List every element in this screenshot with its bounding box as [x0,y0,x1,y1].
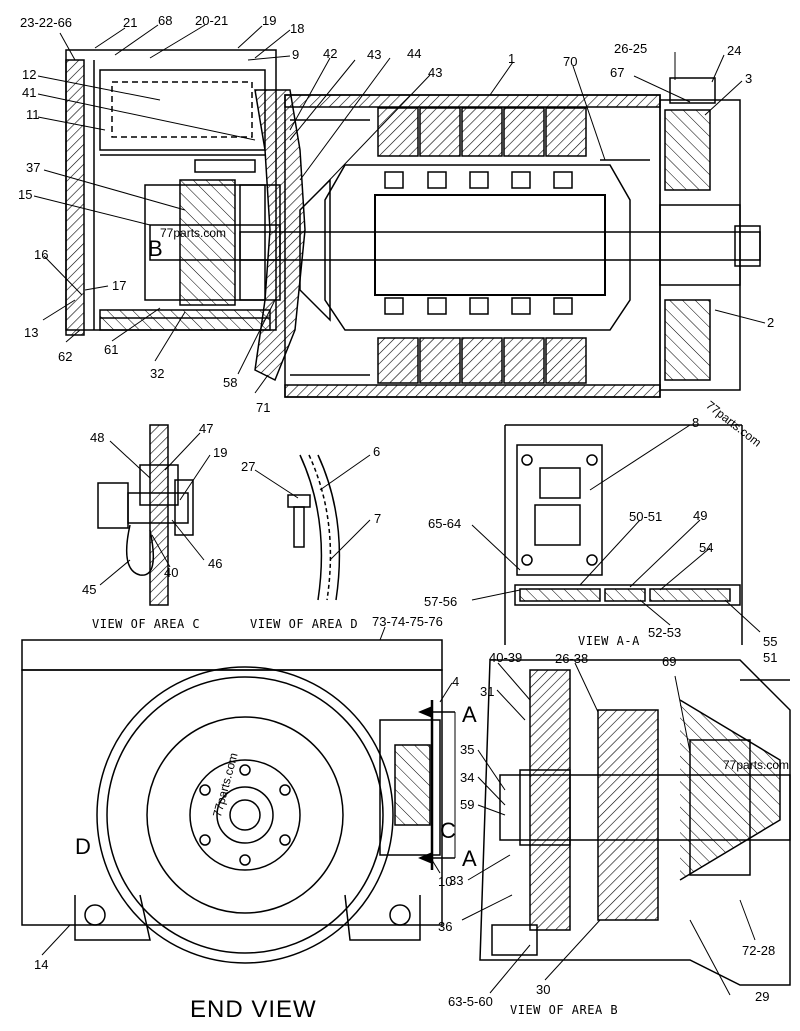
label-1: 1 [508,51,516,66]
label-49: 49 [693,508,708,523]
label-12: 12 [22,67,37,82]
label-51: 51 [763,650,778,665]
caption-view-a-a: VIEW A-A [578,634,640,648]
label-11: 11 [26,107,40,122]
label-42: 42 [323,46,338,61]
label-32: 32 [150,366,165,381]
label-54: 54 [699,540,714,555]
view-marker-c: C [440,818,456,843]
label-26-25: 26-25 [614,41,648,56]
label-35: 35 [460,742,475,757]
label-63-5-60: 63-5-60 [448,994,493,1009]
label-52-53: 52-53 [648,625,682,640]
leader-lines [33,24,766,996]
label-19: 19 [262,13,277,28]
view-aa [504,424,743,645]
caption-area-c: VIEW OF AREA C [92,617,201,631]
label-41: 41 [22,85,37,100]
label-45: 45 [82,582,97,597]
label-37: 37 [26,160,41,175]
label-9: 9 [292,47,300,62]
label-71: 71 [256,400,271,415]
label-17: 17 [112,278,127,293]
label-73-74-75-76: 73-74-75-76 [372,614,443,629]
label-20-21: 20-21 [195,13,229,28]
label-29: 29 [755,989,770,1004]
view-marker-d: D [75,834,91,859]
watermark-main: 77parts.com [160,226,227,240]
label-68: 68 [158,13,173,28]
label-61: 61 [104,342,119,357]
label-47: 47 [199,421,214,436]
label-50-51: 50-51 [629,509,663,524]
label-26-38: 26-38 [555,651,589,666]
label-40-39: 40-39 [489,650,523,665]
label-70: 70 [563,54,578,69]
label-36: 36 [438,919,453,934]
caption-area-b: VIEW OF AREA B [510,1003,619,1017]
end-view [21,639,443,964]
label-72-28: 72-28 [742,943,776,958]
label-6: 6 [373,444,381,459]
section-markers [418,705,456,865]
label-43: 43 [367,47,382,62]
section-marker-a-bottom: A [462,846,477,871]
label-65-64: 65-64 [428,516,462,531]
label-34: 34 [460,770,475,785]
label-23-22-66: 23-22-66 [20,15,73,30]
caption-area-d: VIEW OF AREA D [250,617,359,631]
label-46: 46 [208,556,223,571]
label-62: 62 [58,349,73,364]
label-4: 4 [452,674,460,689]
label-15: 15 [18,187,33,202]
label-31: 31 [480,684,495,699]
label-58: 58 [223,375,238,390]
label-40: 40 [164,565,179,580]
label-55: 55 [763,634,778,649]
label-10: 10 [438,874,453,889]
view-marker-b: B [148,236,163,261]
label-16: 16 [34,247,49,262]
label-67: 67 [610,65,625,80]
label-14: 14 [34,957,49,972]
label-57-56: 57-56 [424,594,458,609]
label-3: 3 [745,71,753,86]
caption-end-view: END VIEW [190,996,317,1023]
area-c-view [97,424,194,606]
label-48: 48 [90,430,105,445]
label-33: 33 [449,873,464,888]
label-27: 27 [241,459,256,474]
label-18: 18 [290,21,305,36]
label-24: 24 [727,43,742,58]
label-44: 44 [407,46,422,61]
label-21: 21 [123,15,138,30]
main-section-view [65,49,761,398]
label-69: 69 [662,654,677,669]
label-8: 8 [692,415,700,430]
area-b-view [479,659,791,986]
area-d-view [287,454,341,601]
label-19-area-c: 19 [213,445,228,460]
section-marker-a-top: A [462,702,477,727]
label-7: 7 [374,511,382,526]
label-43-lower: 43 [428,65,443,80]
label-13: 13 [24,325,39,340]
label-2: 2 [767,315,775,330]
watermark-area-b: 77parts.com [723,758,790,772]
label-59: 59 [460,797,475,812]
label-30: 30 [536,982,551,997]
